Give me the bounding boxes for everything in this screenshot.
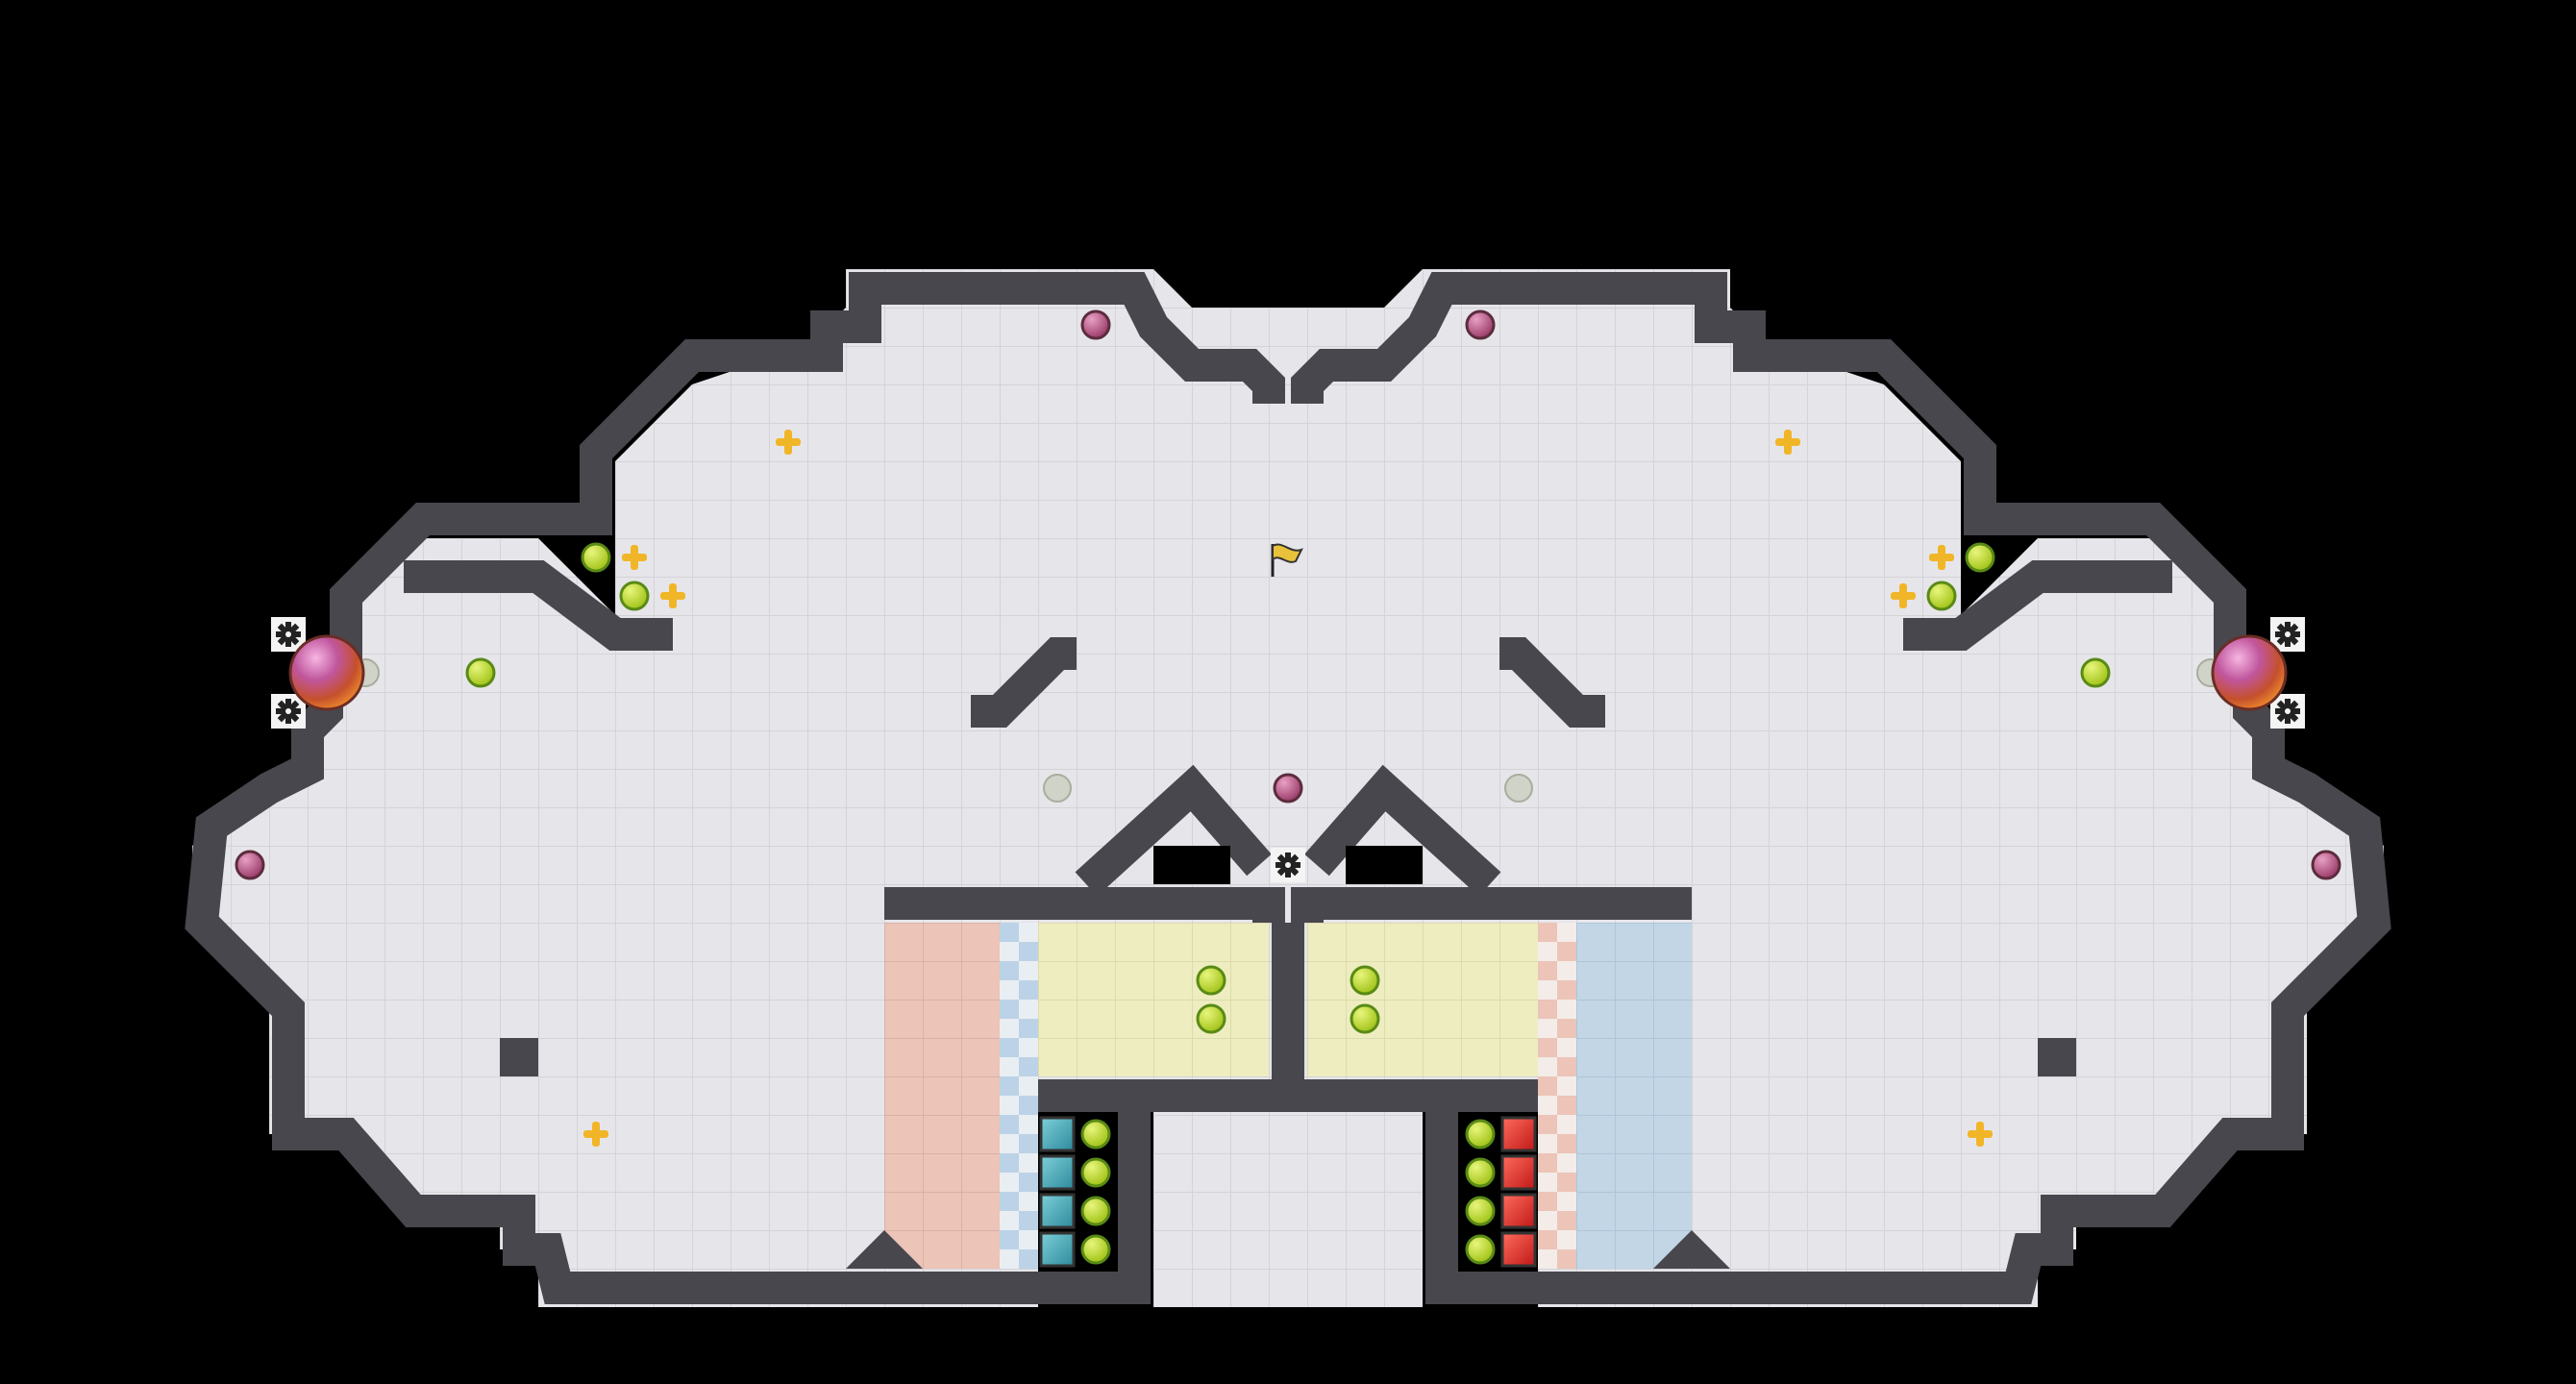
gear-tooth — [285, 639, 291, 647]
object-layer — [235, 309, 2341, 1268]
ramp-left — [971, 637, 1077, 728]
gear-hole — [2285, 631, 2291, 637]
bomb-icon — [2311, 850, 2341, 880]
wall-block-right — [2038, 1038, 2076, 1076]
boost-orb-icon — [1196, 1003, 1226, 1034]
boost-orb-icon — [1196, 965, 1226, 996]
ramp-right — [1499, 637, 1605, 728]
boost-tile-icon — [1500, 1116, 1537, 1152]
powerup-bar-v — [784, 430, 792, 455]
gear-hole — [2285, 708, 2291, 714]
gear-hole — [285, 708, 291, 714]
powerup-plus-icon — [1891, 583, 1916, 608]
boost-orb-icon — [1926, 581, 1957, 611]
gear-icon — [2270, 694, 2305, 729]
powerup-bar-v — [1976, 1122, 1984, 1147]
boost-orb-icon — [1080, 1196, 1111, 1226]
gear-icon — [1271, 848, 1305, 882]
bomb-icon — [1465, 309, 1496, 340]
powerup-bar-v — [592, 1122, 600, 1147]
gear-icon — [271, 617, 306, 652]
center-triangle-left — [1075, 764, 1272, 897]
gear-tooth — [285, 699, 291, 706]
gear-tooth — [1285, 853, 1291, 860]
powerup-plus-icon — [1929, 545, 1954, 570]
portal-icon — [288, 634, 365, 711]
gear-tooth — [285, 622, 291, 630]
boost-orb-icon — [465, 657, 496, 688]
gear-tooth — [2285, 699, 2291, 706]
boost-orb-icon — [1350, 965, 1380, 996]
red-checker-strip — [1538, 923, 1576, 1269]
gear-icon — [271, 694, 306, 729]
powerup-plus-icon — [660, 583, 685, 608]
powerup-bar-v — [669, 583, 677, 608]
gear-tooth — [285, 716, 291, 724]
bomb-icon — [235, 850, 265, 880]
boost-orb-icon — [1465, 1119, 1496, 1149]
yellow-zone-right — [1307, 923, 1538, 1076]
spur-left — [404, 560, 673, 651]
flag-icon — [1271, 543, 1303, 577]
boost-tile-icon — [1039, 1154, 1076, 1191]
blue-team-zone — [1576, 923, 1692, 1269]
hole-left — [1153, 846, 1230, 884]
boost-tile-icon — [1500, 1193, 1537, 1229]
boost-orb-icon — [1350, 1003, 1380, 1034]
yellow-zone-left — [1038, 923, 1269, 1076]
floor-layer — [192, 269, 2384, 1307]
powerup-bar-v — [1938, 545, 1945, 570]
portal-icon — [2211, 634, 2288, 711]
boost-orb-icon — [1080, 1234, 1111, 1265]
powerup-bar-v — [1899, 583, 1907, 608]
boost-orb-icon — [1080, 1157, 1111, 1188]
blue-checker-strip — [1000, 923, 1038, 1269]
boost-orb-icon — [619, 581, 650, 611]
boost-orb-icon — [1465, 1196, 1496, 1226]
gear-tooth — [2285, 639, 2291, 647]
floor-center — [1250, 308, 1326, 923]
boost-orb-icon — [581, 542, 611, 573]
gear-icon — [2270, 617, 2305, 652]
powerup-plus-icon — [583, 1122, 608, 1147]
spawn-marker-icon — [1504, 774, 1533, 803]
gear-tooth — [2285, 622, 2291, 630]
wall-block-left — [500, 1038, 538, 1076]
wedge-right — [1653, 1230, 1730, 1269]
gear-tooth — [1285, 870, 1291, 877]
gear-tooth — [2285, 716, 2291, 724]
boost-orb-icon — [1080, 1119, 1111, 1149]
red-team-zone — [884, 923, 1000, 1269]
boost-orb-icon — [1465, 1234, 1496, 1265]
boost-tile-icon — [1039, 1231, 1076, 1268]
boost-tile-icon — [1039, 1116, 1076, 1152]
boost-orb-icon — [1965, 542, 1995, 573]
gear-hole — [1285, 862, 1291, 868]
powerup-bar-v — [631, 545, 638, 570]
base-top-wall — [884, 887, 1692, 923]
flag-cloth — [1272, 543, 1303, 563]
powerup-plus-icon — [776, 430, 801, 455]
powerup-bar-v — [1784, 430, 1792, 455]
base-inner-walls — [1038, 923, 1538, 1288]
powerup-plus-icon — [622, 545, 647, 570]
gear-hole — [285, 631, 291, 637]
bomb-icon — [1273, 773, 1303, 803]
boost-orb-icon — [2080, 657, 2111, 688]
hole-right — [1346, 846, 1423, 884]
center-triangle-right — [1304, 764, 1501, 897]
boost-tile-icon — [1500, 1231, 1537, 1268]
powerup-plus-icon — [1968, 1122, 1993, 1147]
boost-tile-icon — [1039, 1193, 1076, 1229]
boost-orb-icon — [1465, 1157, 1496, 1188]
spawn-marker-icon — [1043, 774, 1072, 803]
bomb-icon — [1080, 309, 1111, 340]
powerup-plus-icon — [1775, 430, 1800, 455]
spur-right — [1903, 560, 2172, 651]
wedge-left — [846, 1230, 923, 1269]
boost-tile-icon — [1500, 1154, 1537, 1191]
